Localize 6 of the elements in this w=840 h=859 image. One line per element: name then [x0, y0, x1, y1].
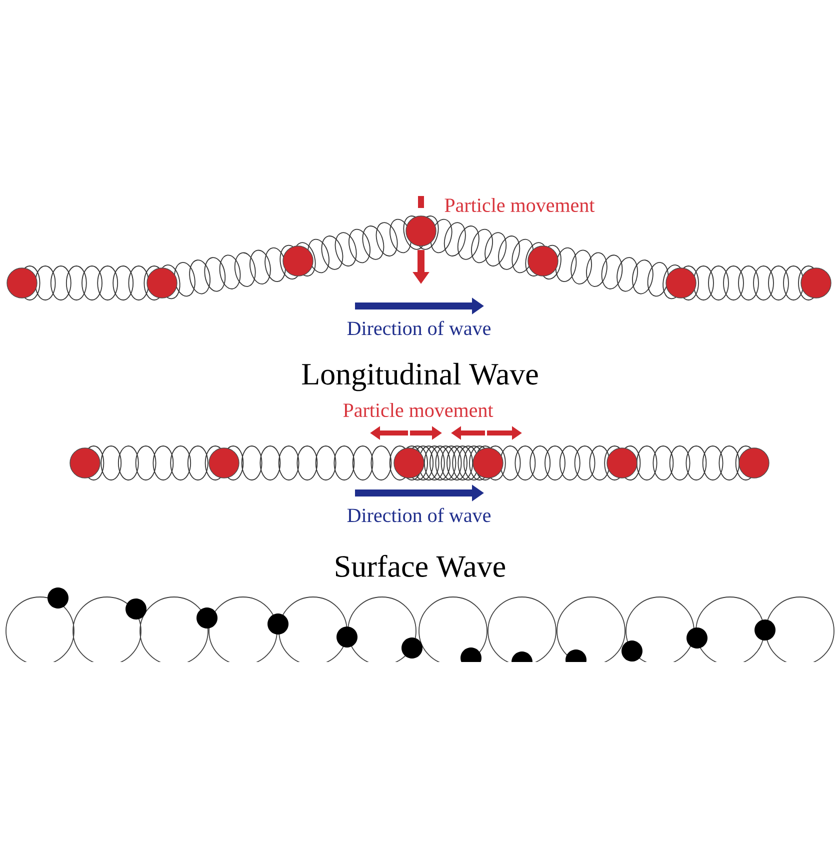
- heading: Longitudinal Wave: [302, 362, 538, 392]
- heading: Surface Wave: [336, 554, 506, 578]
- wave-label: Direction of wave: [347, 508, 490, 522]
- wave-label: Particle movement: [343, 402, 494, 418]
- wave-label: Particle movement: [444, 198, 595, 212]
- wave-label: Direction of wave: [347, 320, 490, 336]
